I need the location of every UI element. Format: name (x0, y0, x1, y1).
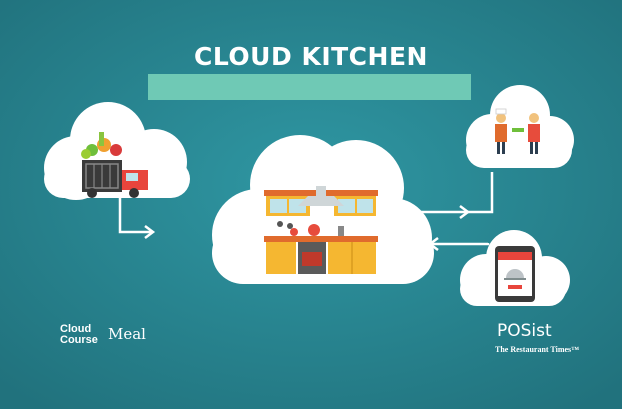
title-underline-bar (148, 74, 471, 100)
cloud-course-meal-logo: Cloud Course Meal (60, 323, 146, 346)
logo-line-1: Cloud (60, 323, 92, 335)
arrowhead-into-kitchen (144, 225, 156, 239)
logo-line-2: Course (60, 334, 98, 346)
logo-accent: Meal (108, 325, 146, 343)
flow-line-kitchen-to-customer (416, 172, 494, 214)
flow-line-supplier-to-kitchen (118, 195, 152, 234)
flow-line-order-to-kitchen (430, 242, 490, 246)
page-title: CLOUD KITCHEN (194, 42, 428, 71)
mobile-order-icon (495, 246, 535, 302)
arrowhead-to-customer (459, 205, 471, 219)
restaurant-times-tagline: The Restaurant Times™ (495, 345, 580, 354)
chef-handover-icon (495, 108, 540, 154)
posist-logo: POSist (497, 321, 552, 341)
grocery-truck-icon (81, 132, 148, 198)
kitchen-icon (264, 186, 378, 274)
